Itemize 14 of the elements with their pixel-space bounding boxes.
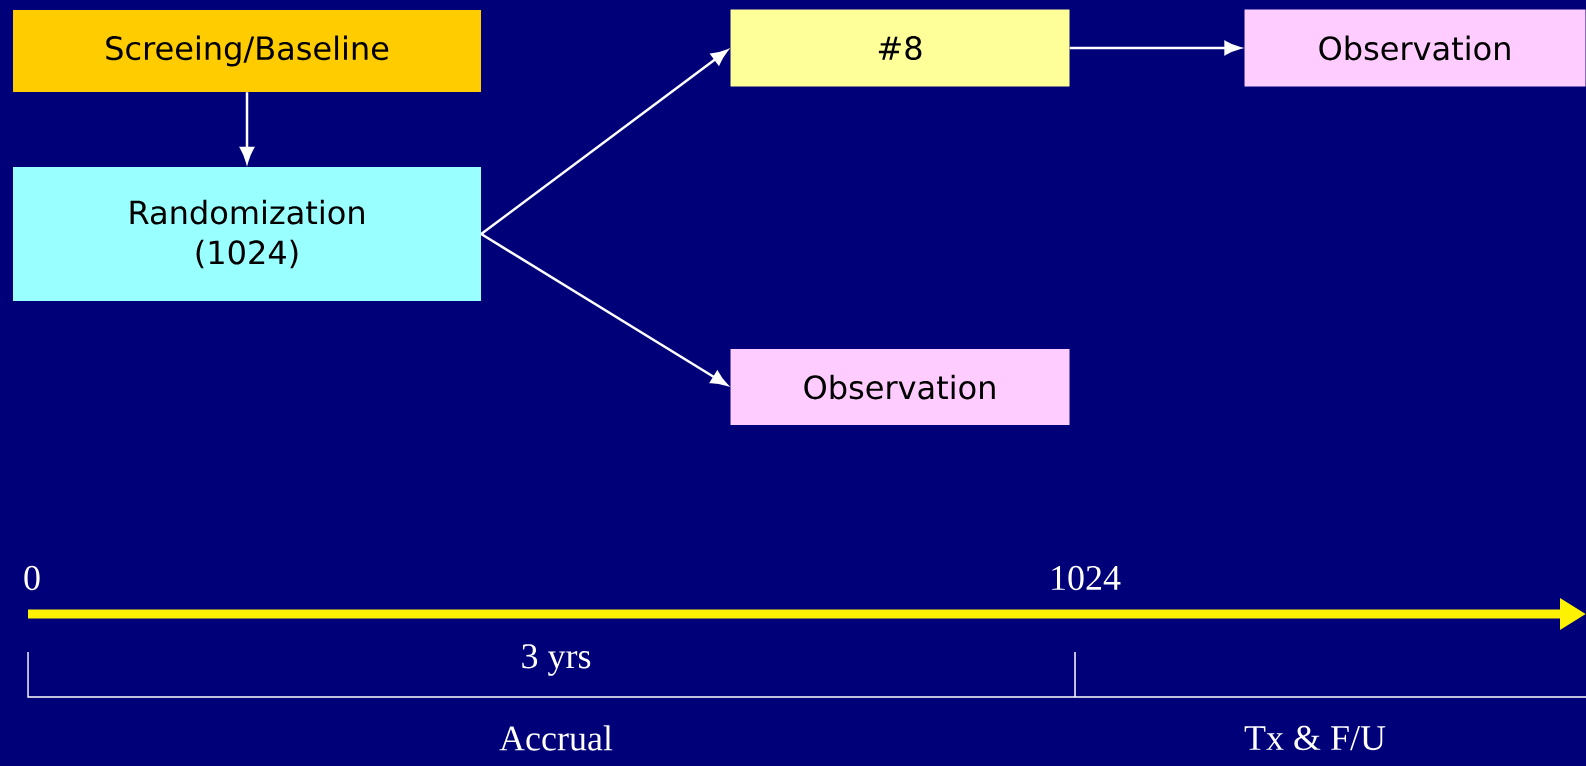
box: #8 bbox=[730, 9, 1070, 87]
box: Randomization (1024) bbox=[13, 167, 481, 301]
axis-label: Tx & F/U bbox=[1244, 725, 1386, 751]
axis-label: 0 bbox=[24, 565, 40, 591]
box: Screeing/Baseline bbox=[13, 10, 481, 92]
arrow bbox=[480, 49, 728, 235]
arrow bbox=[240, 92, 254, 164]
axis-label: Accrual bbox=[499, 725, 613, 751]
axis-label: 3 yrs bbox=[522, 644, 591, 676]
box: Observation bbox=[1244, 9, 1586, 87]
axis-label: 1024 bbox=[1052, 565, 1121, 591]
arrow bbox=[1069, 41, 1241, 55]
box: Observation bbox=[730, 349, 1070, 425]
arrow bbox=[480, 232, 728, 386]
